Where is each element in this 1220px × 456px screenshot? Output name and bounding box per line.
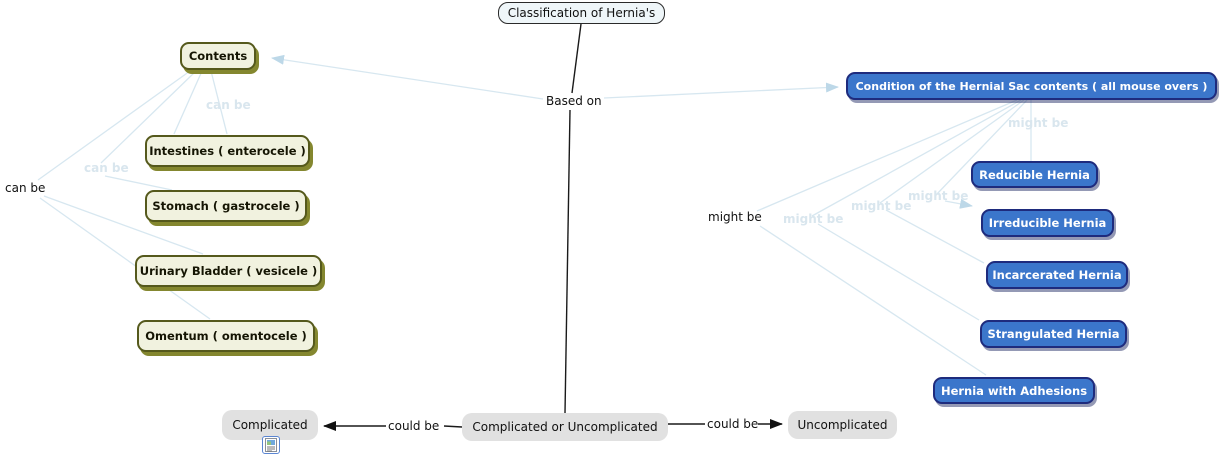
node-reducible[interactable]: Reducible Hernia xyxy=(971,161,1098,188)
edge-label-might-be-1[interactable]: might be xyxy=(783,212,844,226)
edge-label-could-be-right[interactable]: could be xyxy=(707,417,759,431)
node-complicated-or-uncomplicated[interactable]: Complicated or Uncomplicated xyxy=(462,413,668,441)
edge-label-might-be-3[interactable]: might be xyxy=(908,189,969,203)
edge-label-can-be-mid[interactable]: can be xyxy=(84,161,129,175)
edge-label-can-be-left[interactable]: can be xyxy=(5,181,46,195)
document-image-resource-icon[interactable] xyxy=(262,436,280,454)
node-complicated[interactable]: Complicated xyxy=(222,410,318,440)
node-uncomplicated[interactable]: Uncomplicated xyxy=(788,411,897,439)
based-on-edges xyxy=(271,54,839,100)
might-be-edges xyxy=(756,99,1032,376)
edge-label-might-be-left[interactable]: might be xyxy=(708,210,762,224)
node-omentum[interactable]: Omentum ( omentocele ) xyxy=(137,320,315,352)
node-strangulated[interactable]: Strangulated Hernia xyxy=(980,320,1127,348)
node-urinary-bladder[interactable]: Urinary Bladder ( vesicele ) xyxy=(135,255,322,287)
node-classification[interactable]: Classification of Hernia's xyxy=(498,2,665,24)
node-incarcerated[interactable]: Incarcerated Hernia xyxy=(986,261,1128,289)
node-irreducible[interactable]: Irreducible Hernia xyxy=(981,209,1114,237)
edge-label-might-be-4[interactable]: might be xyxy=(1008,116,1069,130)
mini-document-glyph xyxy=(265,438,277,452)
node-intestines[interactable]: Intestines ( enterocele ) xyxy=(145,135,310,167)
can-be-edges xyxy=(37,70,228,320)
node-stomach[interactable]: Stomach ( gastrocele ) xyxy=(145,190,307,222)
edge-label-can-be-top[interactable]: can be xyxy=(206,98,251,112)
edge-label-might-be-2[interactable]: might be xyxy=(851,199,912,213)
spine-edges xyxy=(323,23,783,431)
node-adhesions[interactable]: Hernia with Adhesions xyxy=(933,377,1095,404)
node-contents[interactable]: Contents xyxy=(180,42,256,70)
node-condition[interactable]: Condition of the Hernial Sac contents ( … xyxy=(846,72,1217,100)
edge-label-based-on[interactable]: Based on xyxy=(546,94,602,108)
edge-label-could-be-left[interactable]: could be xyxy=(388,419,440,433)
